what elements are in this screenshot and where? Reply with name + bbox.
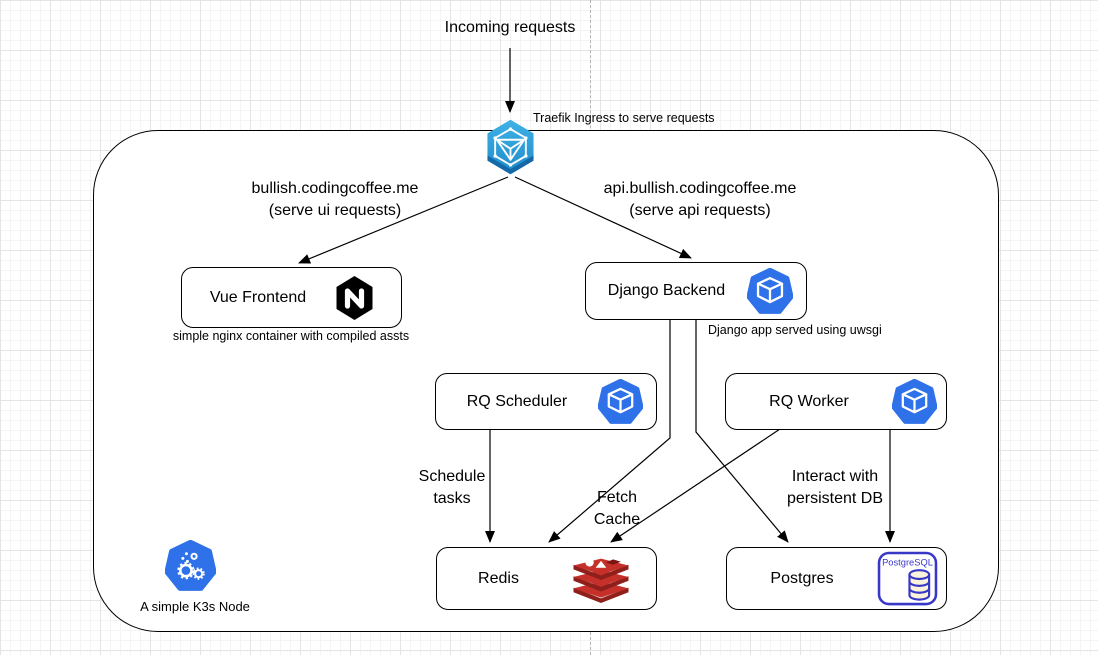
django-backend-caption: Django app served using uwsgi: [708, 323, 882, 337]
kubernetes-pod-icon: [598, 379, 643, 424]
postgres-label: Postgres: [770, 569, 834, 587]
rq-scheduler-label: RQ Scheduler: [466, 392, 568, 410]
route-ui-domain: bullish.codingcoffee.me: [251, 180, 419, 197]
redis-label: Redis: [478, 569, 519, 587]
rq-worker-box[interactable]: RQ Worker: [725, 373, 947, 430]
vue-frontend-label: Vue Frontend: [209, 288, 307, 306]
rq-scheduler-box[interactable]: RQ Scheduler: [435, 373, 657, 430]
postgres-box[interactable]: Postgres PostgreSQL: [726, 547, 947, 610]
kubernetes-pod-icon: [892, 379, 937, 424]
kubernetes-node-icon: [164, 539, 217, 596]
incoming-requests-label: Incoming requests: [444, 19, 576, 36]
edge-label-fetch-cache: Fetch Cache: [593, 489, 641, 528]
route-ui-purpose: (serve ui requests): [268, 202, 402, 219]
postgresql-icon: PostgreSQL: [877, 551, 938, 606]
kubernetes-pod-icon: [747, 268, 793, 314]
rq-worker-label: RQ Worker: [769, 392, 849, 410]
edge-label-interact-db: Interact with persistent DB: [786, 468, 884, 507]
django-backend-label: Django Backend: [607, 282, 726, 299]
traefik-ingress-icon[interactable]: [484, 118, 537, 181]
route-api-label: api.bullish.codingcoffee.me (serve api r…: [590, 178, 810, 222]
postgresql-icon-text: PostgreSQL: [882, 558, 933, 568]
edge-label-schedule-tasks: Schedule tasks: [418, 468, 486, 507]
vue-frontend-caption: simple nginx container with compiled ass…: [172, 329, 410, 343]
k3s-node-caption: A simple K3s Node: [140, 599, 250, 614]
redis-box[interactable]: Redis: [436, 547, 657, 610]
route-ui-label: bullish.codingcoffee.me (serve ui reques…: [235, 178, 435, 222]
traefik-caption: Traefik Ingress to serve requests: [533, 111, 715, 125]
vue-frontend-box[interactable]: Vue Frontend: [181, 267, 402, 328]
route-api-domain: api.bullish.codingcoffee.me: [603, 180, 797, 197]
django-backend-box[interactable]: Django Backend: [585, 262, 807, 320]
route-api-purpose: (serve api requests): [629, 202, 771, 219]
nginx-icon: [334, 275, 375, 321]
redis-icon: [560, 551, 642, 606]
